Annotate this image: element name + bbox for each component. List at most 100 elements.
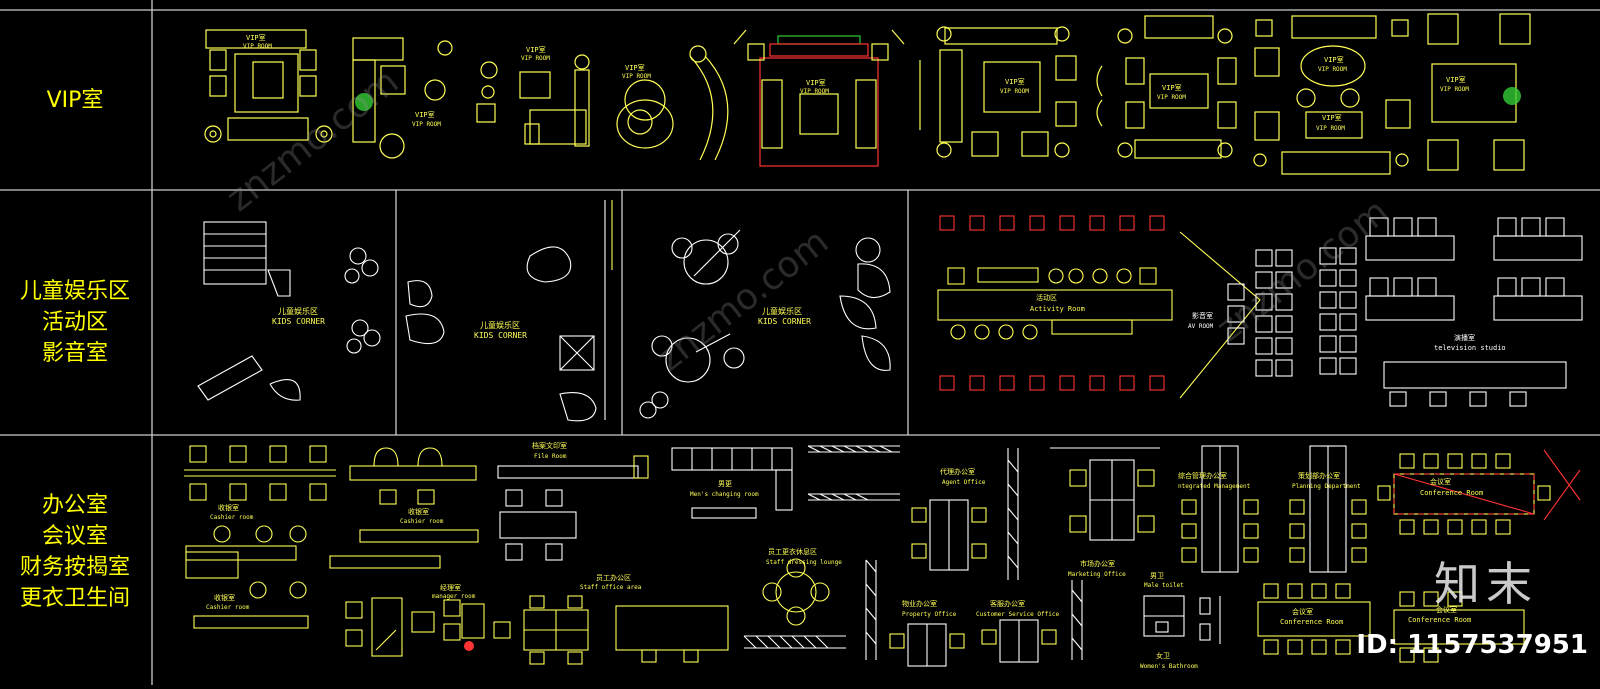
- agent-label-en: Agent Office: [942, 479, 986, 486]
- conference-room-1: [1377, 449, 1581, 535]
- conference-label-zh-1: 会议室: [1430, 477, 1451, 486]
- planning-label-en: Planning Department: [1292, 483, 1361, 490]
- vip-label-en-6: VIP ROOM: [1000, 88, 1029, 95]
- vip-label-zh-3: VIP室: [526, 45, 546, 54]
- kids-block-1: [197, 221, 381, 401]
- vip-label-zh-8: VIP室: [1324, 55, 1344, 64]
- row-label-line: 会议室: [41, 524, 108, 549]
- cashier-label-zh-2: 收银室: [408, 507, 429, 516]
- restrooms: [1143, 595, 1221, 644]
- vip-label-zh-5: VIP室: [806, 78, 826, 87]
- conference-label-en-3: Conference Room: [1408, 616, 1471, 624]
- file-label-zh: 档案文印室: [532, 441, 567, 450]
- vip-label-zh-10: VIP室: [1446, 75, 1466, 84]
- activity-label-en: Activity Room: [1030, 305, 1085, 313]
- vip-label-zh-7: VIP室: [1162, 83, 1182, 92]
- vip-label-en-4: VIP ROOM: [622, 73, 651, 80]
- kids-label-en-1: KIDS CORNER: [272, 317, 325, 326]
- file-label-en: File Room: [534, 453, 567, 460]
- cashier-label-zh-3: 收银室: [214, 593, 235, 602]
- manager-label-zh: 经理室: [440, 583, 461, 592]
- brand-logo-text: 知末: [1434, 557, 1538, 611]
- conference-label-zh-3: 会议室: [1436, 605, 1457, 614]
- activity-room: [937, 215, 1261, 399]
- file-room: [497, 455, 649, 561]
- plant-icon: [355, 93, 373, 111]
- vip-block-6: [919, 26, 1077, 158]
- vip-label-en-7: VIP ROOM: [1157, 94, 1186, 101]
- male-toilet-label-en: Male toilet: [1144, 582, 1184, 589]
- row-label-line: 影音室: [41, 341, 108, 366]
- property-label-zh: 物业办公室: [902, 599, 937, 608]
- row-label-office: 办公室 会议室 财务按揭室 更衣卫生间: [0, 490, 150, 614]
- manager-label-en: manager room: [432, 593, 476, 600]
- vip-block-9: [1427, 13, 1531, 171]
- conference-label-zh-2: 会议室: [1292, 607, 1313, 616]
- av-label-zh: 影音室: [1192, 311, 1213, 320]
- av-label-en: AV ROOM: [1188, 323, 1214, 330]
- tv-label-en: television studio: [1434, 344, 1506, 352]
- marketing-label-en: Marketing Office: [1068, 571, 1126, 578]
- marketing-label-zh: 市场办公室: [1080, 559, 1115, 568]
- property-label-en: Property Office: [902, 611, 957, 618]
- row-label-line: 儿童娱乐区: [19, 279, 130, 304]
- women-label-zh: 女卫: [1156, 651, 1170, 660]
- vip-label-en-9: VIP ROOM: [1316, 125, 1345, 132]
- vip-block-1: [204, 29, 333, 143]
- vip-block-3: [476, 54, 590, 147]
- row-label-line: 更衣卫生间: [19, 586, 130, 611]
- kids-label-en-3: KIDS CORNER: [758, 317, 811, 326]
- dressing-label-en: Staff dressing lounge: [766, 559, 842, 566]
- marketing-office: [1050, 447, 1160, 660]
- vip-block-4: [616, 45, 729, 161]
- integrated-label-zh: 综合管理办公室: [1178, 471, 1227, 480]
- row-label-line: 办公室: [41, 493, 108, 518]
- vip-label-en-2: VIP ROOM: [412, 121, 441, 128]
- customer-label-zh: 客服办公室: [990, 599, 1025, 608]
- tv-studio: [1365, 217, 1583, 407]
- manager-room: [345, 597, 511, 657]
- vip-label-en-10: VIP ROOM: [1440, 86, 1469, 93]
- vip-label-en-3: VIP ROOM: [521, 55, 550, 62]
- mens-label-zh: 男更: [718, 480, 732, 488]
- vip-label-zh-9: VIP室: [1322, 113, 1342, 122]
- conference-room-2: [1257, 583, 1525, 663]
- staff-dressing-lounge: [743, 445, 900, 660]
- plant-icon: [1503, 87, 1521, 105]
- cashier-label-en-3: Cashier room: [206, 604, 250, 611]
- vip-label-en-8: VIP ROOM: [1318, 66, 1347, 73]
- row-label-line: VIP室: [46, 88, 104, 113]
- activity-label-zh: 活动区: [1036, 293, 1057, 302]
- integrated-planning-offices: [1181, 445, 1367, 573]
- vip-label-zh-2: VIP室: [415, 110, 435, 119]
- cashier-label-en-1: Cashier room: [210, 514, 254, 521]
- vip-label-en-5: VIP ROOM: [800, 88, 829, 95]
- row-label-line: 活动区: [41, 310, 108, 335]
- kids-label-zh-3: 儿童娱乐区: [762, 306, 802, 316]
- vip-label-zh-6: VIP室: [1005, 77, 1025, 86]
- kids-block-2: [405, 200, 613, 422]
- women-label-en: Women's Bathroom: [1140, 663, 1198, 670]
- planning-label-zh: 策划部办公室: [1298, 471, 1340, 480]
- vip-block-8: [1253, 15, 1411, 175]
- male-toilet-label-zh: 男卫: [1150, 572, 1164, 580]
- vip-block-7: [1096, 15, 1237, 159]
- mens-label-en: Men's changing room: [690, 491, 759, 498]
- conference-label-en-2: Conference Room: [1280, 618, 1343, 626]
- row-label-line: 财务按揭室: [19, 555, 130, 580]
- av-room: [1227, 247, 1357, 377]
- agent-office: [911, 448, 1019, 580]
- vip-block-2: [352, 37, 453, 159]
- vip-label-zh-1: VIP室: [246, 33, 266, 42]
- staff-office-label-zh: 员工办公区: [596, 573, 631, 582]
- kids-label-zh-1: 儿童娱乐区: [278, 306, 318, 316]
- tv-label-zh: 演播室: [1454, 333, 1475, 342]
- agent-label-zh: 代理办公室: [940, 467, 975, 476]
- vip-block-5: [733, 29, 905, 167]
- vip-label-zh-4: VIP室: [625, 63, 645, 72]
- row-label-vip: VIP室: [0, 85, 150, 116]
- vip-label-en-1: VIP ROOM: [243, 43, 272, 50]
